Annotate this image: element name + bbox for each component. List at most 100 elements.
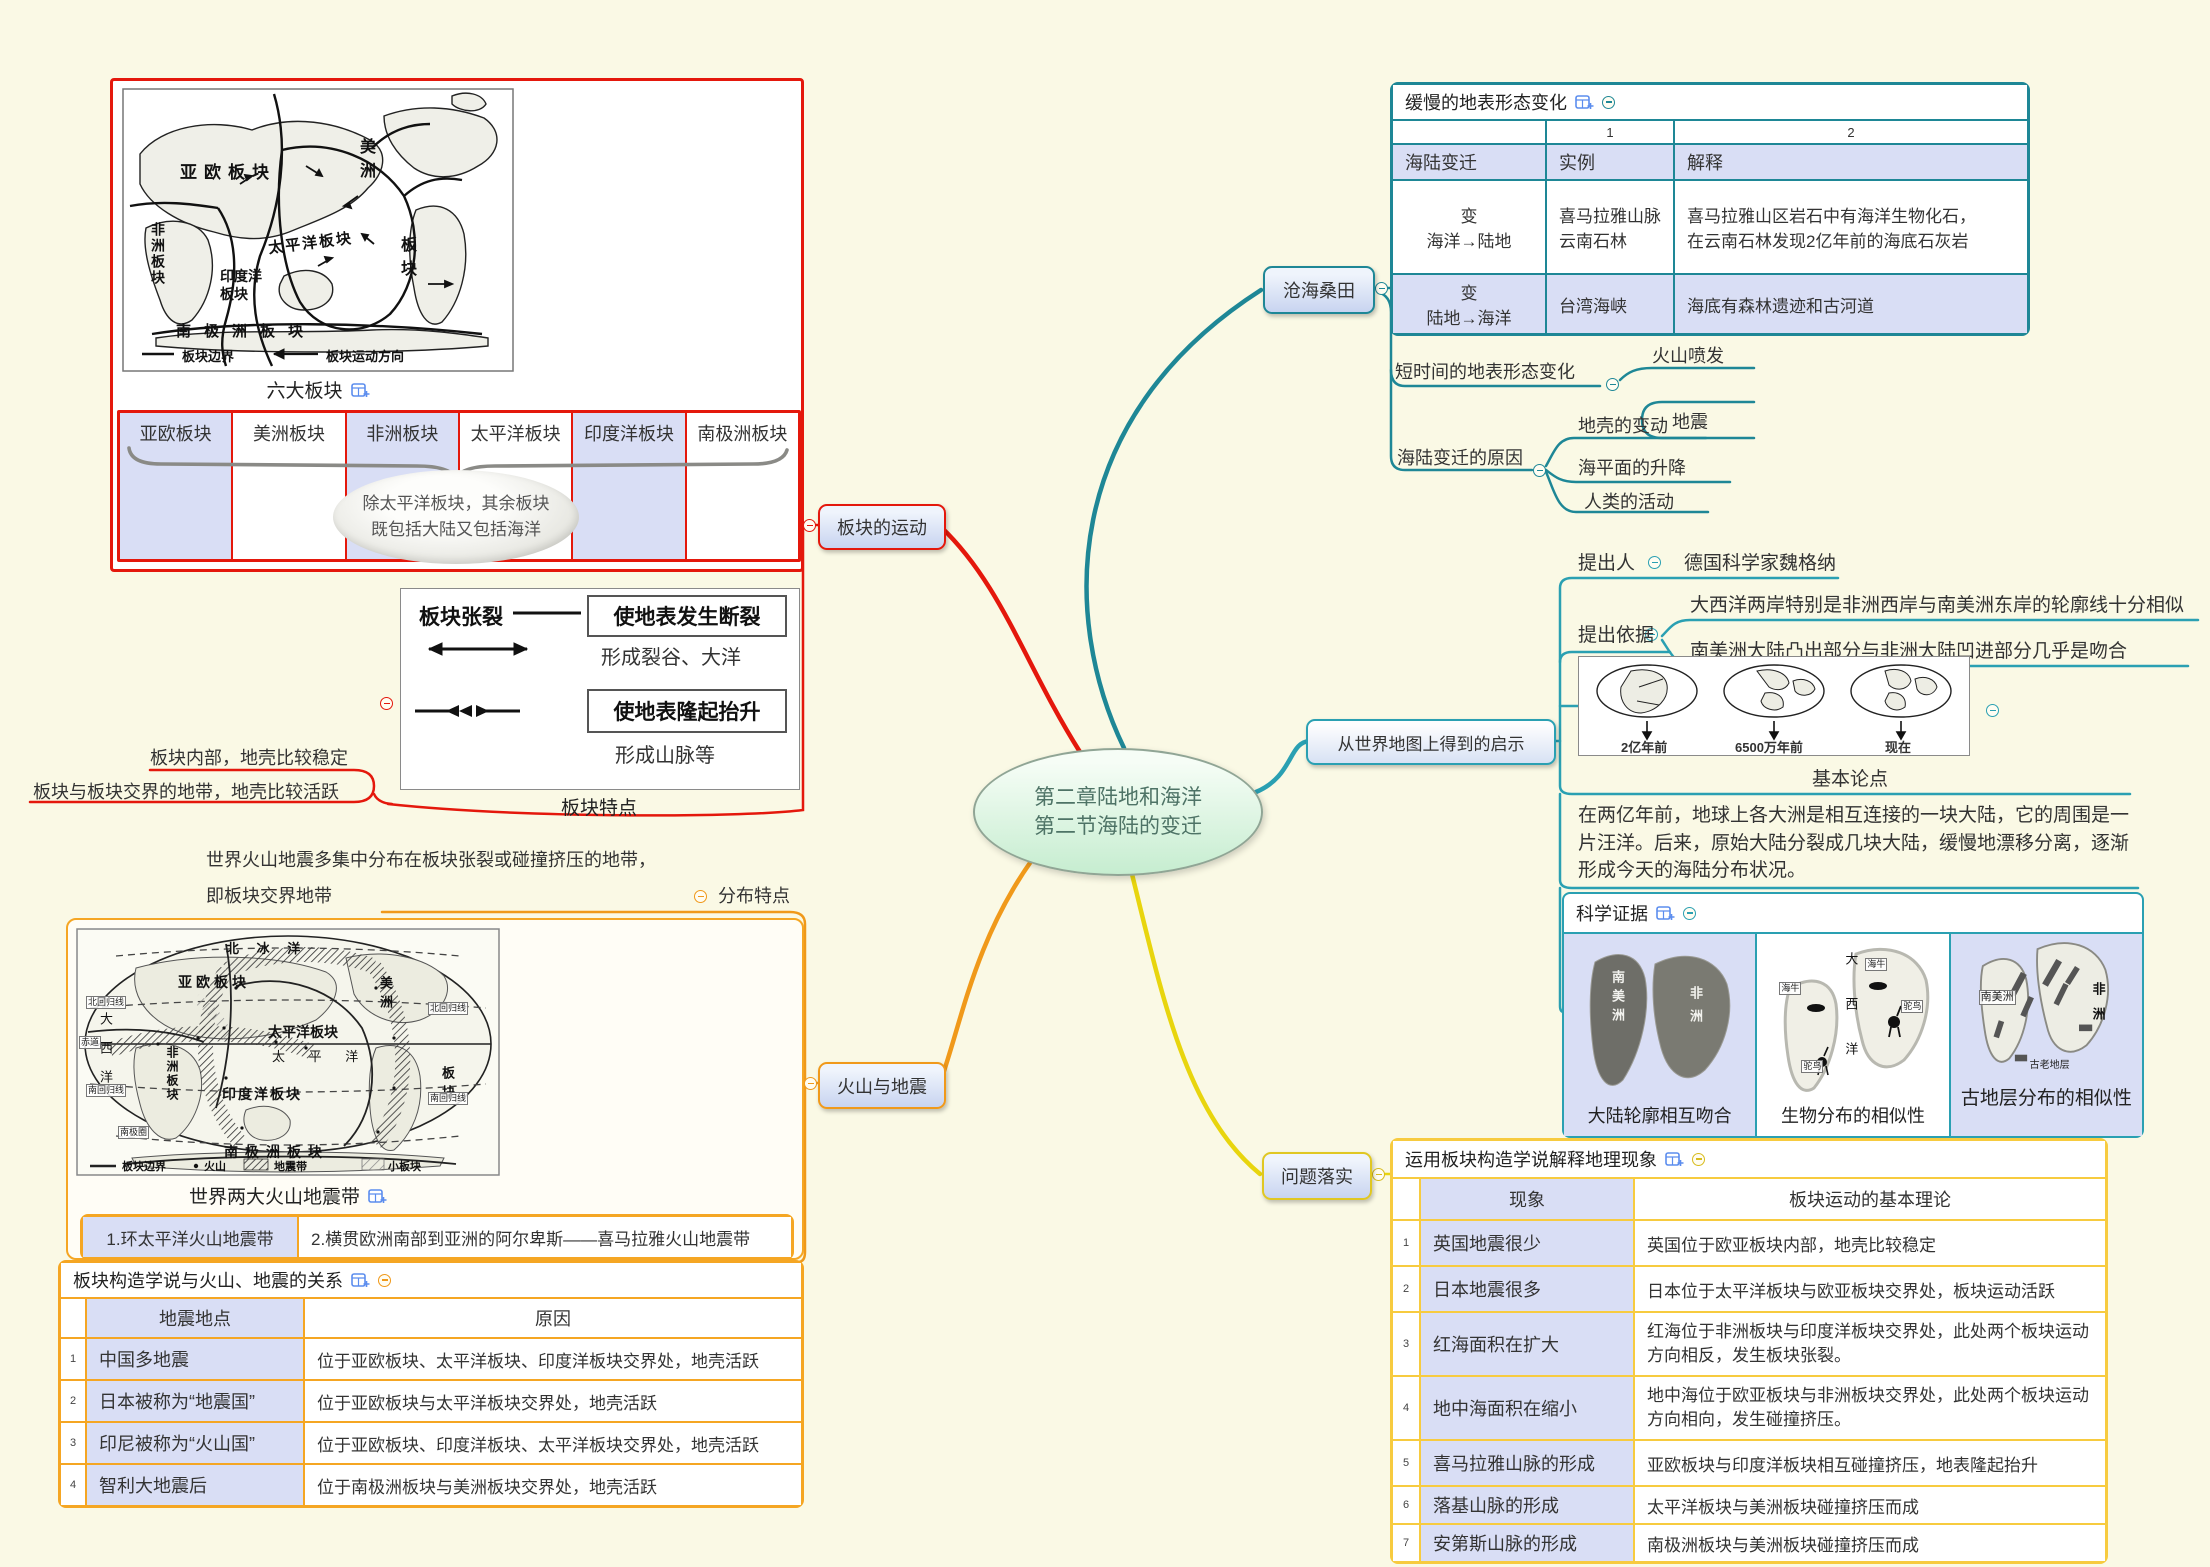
map-label-africa: 非洲板块 (150, 222, 166, 286)
collapse-icon[interactable] (378, 1273, 391, 1287)
label-south-america: 南美洲 (1978, 990, 2016, 1006)
central-topic-line2: 第二节海陆的变迁 (1034, 814, 1202, 838)
map-label-eurasia: 亚欧板块 (178, 974, 250, 990)
table-plus-icon[interactable] (1665, 1151, 1684, 1167)
header-cell: 海陆变迁 (1393, 145, 1545, 179)
rift-effect-box: 使地表发生断裂 (587, 595, 787, 637)
collapse-icon[interactable] (1648, 556, 1661, 569)
row-cell: 位于亚欧板块、印度洋板块、太平洋板块交界处，地壳活跃 (305, 1423, 801, 1463)
row-number: 2 (61, 1381, 85, 1421)
map-label-indian: 印度洋板块 (222, 1086, 302, 1102)
collapse-icon[interactable] (1986, 704, 1999, 717)
globe-label: 6500万年前 (1735, 740, 1803, 755)
table-plus-icon[interactable] (1575, 94, 1594, 110)
collapse-icon[interactable] (1606, 378, 1619, 391)
central-topic[interactable]: 第二章陆地和海洋 第二节海陆的变迁 (973, 748, 1263, 876)
node-plate-movement[interactable]: 板块的运动 (818, 504, 946, 550)
row-number: 4 (61, 1465, 85, 1505)
rift-result: 形成裂谷、大洋 (601, 647, 741, 669)
collapse-icon[interactable] (380, 697, 393, 710)
map-label-americas: 美洲 (357, 138, 374, 186)
node-volcano-earthquake[interactable]: 火山与地震 (818, 1062, 946, 1109)
collapse-icon[interactable] (804, 1077, 817, 1090)
caption-text: 世界两大火山地震带 (188, 1187, 360, 1208)
map-label-africa: 非洲板块 (165, 1046, 179, 1102)
row-cell: 红海位于非洲板块与印度洋板块交界处，此处两个板块运动 方向相反，发生板块张裂。 (1635, 1313, 2105, 1375)
plates-note: 除太平洋板块，其余板块 既包括大陆又包括海洋 (333, 470, 579, 564)
row-number: 1 (1393, 1221, 1419, 1265)
table-plus-icon[interactable] (351, 1272, 370, 1288)
collapse-icon[interactable] (1645, 628, 1658, 641)
row-number: 5 (1393, 1441, 1419, 1485)
header-cell: 实例 (1547, 145, 1673, 179)
row-cell: 地中海位于欧亚板块与非洲板块交界处，此处两个板块运动 方向相向，发生碰撞挤压。 (1635, 1377, 2105, 1439)
map-label-americas-2: 板块 (398, 236, 415, 284)
six-plates-map-image (122, 88, 514, 372)
table-plus-icon[interactable] (350, 382, 370, 398)
interior-note: 板块内部，地壳比较稳定 (150, 748, 348, 768)
causes-label: 海陆变迁的原因 (1397, 448, 1523, 468)
map-legend-boundary: 板块边界 (182, 349, 235, 364)
row-number: 1 (61, 1339, 85, 1379)
row-cell: 南极洲板块与美洲板块碰撞挤压而成 (1635, 1525, 2105, 1561)
col-num: 1 (1547, 121, 1673, 143)
label-africa: 非洲 (1688, 986, 1703, 1032)
label-manatee: 海牛 (1865, 958, 1888, 971)
row-cell: 变 海洋→陆地 (1393, 181, 1545, 273)
collapse-icon[interactable] (1533, 464, 1546, 477)
table-plus-icon[interactable] (1656, 905, 1675, 921)
strata-distribution-image (1980, 942, 2110, 1063)
node-label: 沧海桑田 (1283, 281, 1355, 301)
plate-cell: 南极洲板块 (686, 413, 798, 559)
row-number: 3 (61, 1423, 85, 1463)
row-cell: 落基山脉的形成 (1421, 1487, 1633, 1523)
globe-label: 2亿年前 (1621, 740, 1668, 755)
thesis-caption: 基本论点 (1811, 769, 1888, 790)
table-title: 科学证据 (1576, 904, 1648, 924)
collapse-icon[interactable] (694, 890, 707, 903)
empty-cell (1393, 121, 1545, 143)
practice-table: 运用板块构造学说解释地理现象 现象 板块运动的基本理论 1 英国地震很少 英国位… (1390, 1138, 2108, 1564)
evidence-panel-outline: 南美洲 非洲 大陆轮廓相互吻合 (1564, 934, 1756, 1136)
node-label: 问题落实 (1281, 1167, 1353, 1187)
cause-item: 地壳的变动 (1578, 416, 1668, 436)
collapse-icon[interactable] (1372, 1168, 1385, 1181)
table-plus-icon[interactable] (368, 1188, 387, 1204)
node-label: 板块的运动 (837, 518, 927, 538)
caption-text: 板块特点 (560, 798, 637, 819)
node-practice[interactable]: 问题落实 (1262, 1152, 1372, 1200)
collide-result: 形成山脉等 (615, 745, 715, 767)
node-sea-change[interactable]: 沧海桑田 (1263, 266, 1375, 314)
evidence-panel: 科学证据 南美洲 非洲 大陆轮廓相互吻合 (1562, 892, 2144, 1138)
collapse-icon[interactable] (803, 519, 816, 532)
row-cell: 太平洋板块与美洲板块碰撞挤压而成 (1635, 1487, 2105, 1523)
row-cell: 喜马拉雅山区岩石中有海洋生物化石， 在云南石林发现2亿年前的海底石灰岩 (1675, 181, 2027, 273)
label-atlantic: 大西洋 (1843, 952, 1859, 1087)
basis-item: 大西洋两岸特别是非洲西岸与南美洲东岸的轮廓线十分相似 (1690, 595, 2185, 616)
collapse-icon[interactable] (1602, 95, 1615, 109)
row-cell: 英国位于欧亚板块内部，地壳比较稳定 (1635, 1221, 2105, 1265)
map-label-equator: 赤道 (79, 1036, 102, 1049)
collapse-icon[interactable] (1692, 1152, 1705, 1166)
slow-change-title-row: 缓慢的地表形态变化 (1393, 85, 2027, 119)
cause-item: 人类的活动 (1584, 492, 1674, 512)
boundary-note: 板块与板块交界的地带，地壳比较活跃 (33, 782, 339, 802)
label-manatee: 海牛 (1779, 982, 1802, 995)
features-caption: 板块特点 (400, 793, 798, 820)
plate-features-figure: 板块张裂 使地表发生断裂 形成裂谷、大洋 使地表隆起抬升 形成山脉等 (400, 588, 800, 790)
map-label-antarctic-circle: 南极圈 (118, 1126, 150, 1139)
collapse-icon[interactable] (1683, 906, 1696, 920)
collapse-icon[interactable] (1375, 282, 1388, 295)
row-cell: 位于南极洲板块与美洲板块交界处，地壳活跃 (305, 1465, 801, 1505)
node-world-map-insight[interactable]: 从世界地图上得到的启示 (1306, 719, 1556, 765)
node-label: 火山与地震 (837, 1076, 927, 1097)
map-label-atlantic: 大西洋 (98, 1012, 113, 1099)
short-term-label: 短时间的地表形态变化 (1395, 362, 1575, 382)
drift-globes-image (1596, 664, 1952, 741)
quake-relation-table: 板块构造学说与火山、地震的关系 地震地点 原因 1 中国多地震 位于亚欧板块、太… (58, 1260, 804, 1508)
map-label-pacific: 太 平 洋 (272, 1049, 369, 1064)
plate-cell: 亚欧板块 (120, 413, 232, 559)
row-cell: 日本位于太平洋板块与欧亚板块交界处，板块运动活跃 (1635, 1267, 2105, 1311)
six-plates-caption: 六大板块 (122, 376, 514, 403)
